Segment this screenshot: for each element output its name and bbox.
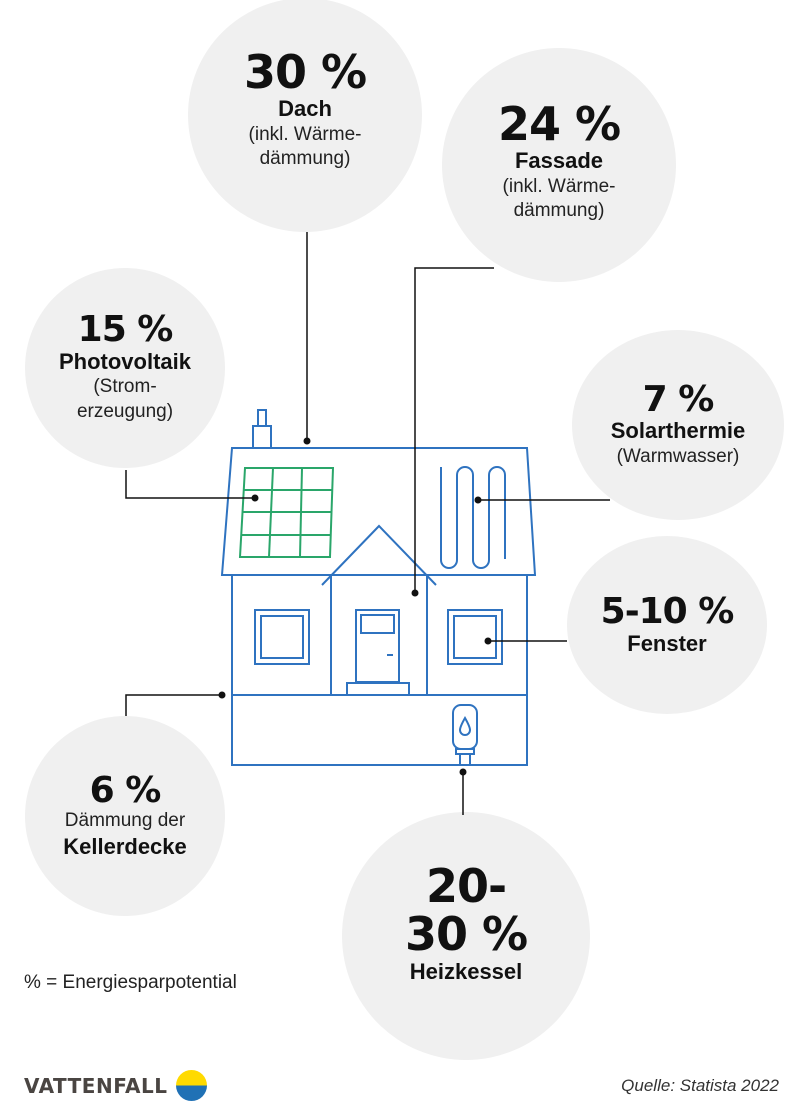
title-fenster: Fenster: [627, 630, 707, 656]
value-kellerdecke: 6 %: [89, 769, 162, 811]
connector-kellerdecke: [125, 694, 222, 716]
bubble-dach: 30 % Dach (inkl. Wärme- dämmung): [188, 0, 422, 232]
sub-photovoltaik-2: erzeugung): [76, 401, 174, 423]
sub-solarthermie-1: (Warmwasser): [616, 445, 740, 467]
sub-fassade-2: dämmung): [513, 200, 605, 222]
value-heizkessel-2: 30 %: [404, 907, 528, 962]
photovoltaik-panel-icon: [238, 467, 335, 558]
sub-dach-2: dämmung): [259, 148, 351, 170]
connector-fassade: [414, 267, 494, 593]
vattenfall-logo: VATTENFALL: [24, 1070, 207, 1101]
solarthermie-coil-icon: [440, 466, 506, 569]
doorstep: [346, 682, 410, 696]
value-fenster: 5-10 %: [600, 590, 735, 632]
sub-dach-1: (inkl. Wärme-: [248, 123, 362, 145]
source-text: Quelle: Statista 2022: [621, 1076, 779, 1095]
pretitle-kellerdecke: Dämmung der: [64, 810, 186, 832]
value-heizkessel-1: 20-: [425, 859, 507, 913]
value-photovoltaik: 15 %: [77, 309, 174, 351]
value-fassade: 24 %: [497, 97, 621, 151]
title-kellerdecke: Kellerdecke: [63, 834, 187, 860]
window-right-icon: [447, 609, 503, 665]
title-fassade: Fassade: [514, 148, 604, 174]
brand-name: VATTENFALL: [24, 1073, 168, 1098]
bubble-heizkessel: 20- 30 % Heizkessel: [342, 812, 590, 1060]
sub-fassade-1: (inkl. Wärme-: [502, 175, 616, 197]
water-drop-icon: [458, 715, 472, 736]
sub-photovoltaik-1: (Strom-: [93, 376, 157, 398]
title-solarthermie: Solarthermie: [610, 418, 746, 444]
bubble-solarthermie: 7 % Solarthermie (Warmwasser): [572, 330, 784, 520]
door-icon: [355, 609, 400, 683]
wall-outline: [231, 574, 528, 696]
value-dach: 30 %: [243, 45, 367, 99]
title-photovoltaik: Photovoltaik: [58, 349, 191, 375]
value-solarthermie: 7 %: [642, 378, 715, 420]
basement-outline: [231, 694, 528, 766]
bubble-photovoltaik: 15 % Photovoltaik (Strom- erzeugung): [25, 268, 225, 468]
legend-text: % = Energiesparpotential: [24, 972, 237, 993]
bubble-kellerdecke: 6 % Dämmung der Kellerdecke: [25, 716, 225, 916]
bubble-fenster: 5-10 % Fenster: [567, 536, 767, 714]
connector-photovoltaik: [125, 470, 255, 499]
chimney-icon: [252, 425, 272, 449]
title-heizkessel: Heizkessel: [409, 958, 523, 984]
bubble-fassade: 24 % Fassade (inkl. Wärme- dämmung): [442, 48, 676, 282]
boiler-icon: [452, 704, 478, 750]
title-dach: Dach: [278, 96, 332, 122]
vattenfall-logo-icon: [175, 1070, 207, 1101]
window-left-icon: [254, 609, 310, 665]
roof-outline: [220, 447, 537, 576]
